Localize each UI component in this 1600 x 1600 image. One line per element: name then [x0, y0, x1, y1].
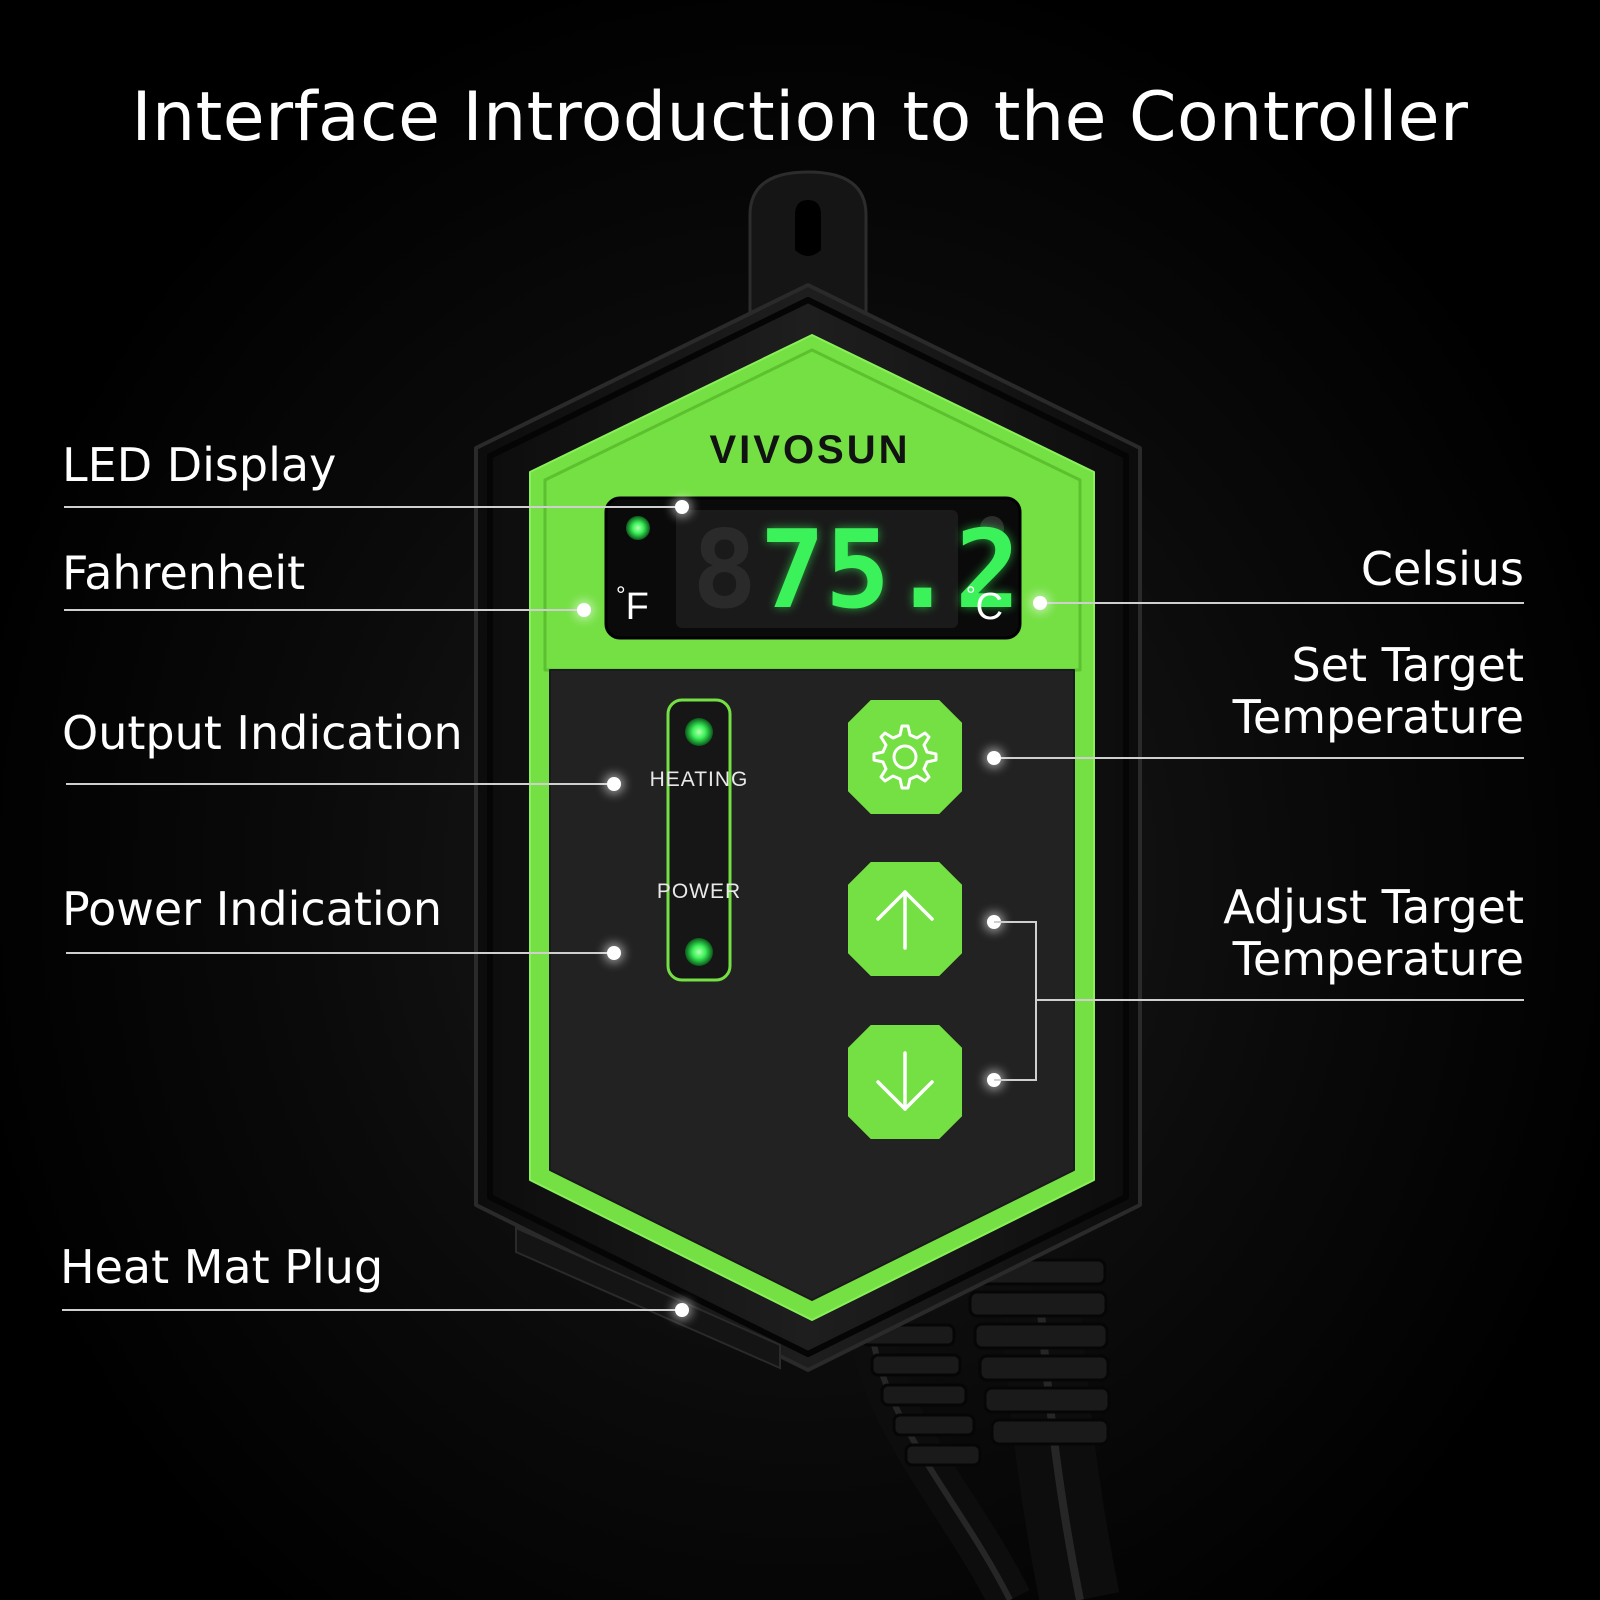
label-celsius: Celsius — [1360, 542, 1524, 596]
leader-celsius — [1040, 602, 1524, 604]
led-display-value: 75.2 — [760, 508, 1021, 633]
leader-output-indication — [66, 783, 614, 785]
gear-icon — [872, 724, 938, 790]
label-set-target-line1: Set Target — [1291, 638, 1524, 692]
dot-output-indication — [607, 777, 621, 791]
leader-fahrenheit — [64, 609, 584, 611]
bracket-bottom — [994, 1079, 1036, 1081]
leader-set-target — [994, 757, 1524, 759]
label-power-indication: Power Indication — [62, 882, 442, 936]
label-adjust-target-line2: Temperature — [1232, 931, 1524, 986]
fahrenheit-led — [626, 516, 650, 540]
dot-heat-mat-plug — [675, 1303, 689, 1317]
led-display-ghost: 8 — [692, 508, 758, 633]
label-led-display: LED Display — [62, 438, 337, 492]
heating-label: HEATING — [649, 768, 749, 791]
label-output-indication: Output Indication — [62, 706, 463, 760]
down-button[interactable] — [848, 1025, 962, 1139]
label-set-target-temperature: Set Target Temperature — [1232, 638, 1524, 744]
leader-power-indication — [66, 952, 614, 954]
heating-led — [685, 718, 713, 746]
set-button[interactable] — [848, 700, 962, 814]
up-button[interactable] — [848, 862, 962, 976]
label-adjust-target-line1: Adjust Target — [1223, 880, 1524, 934]
arrow-down-icon — [876, 1051, 934, 1111]
cables — [848, 1258, 1120, 1600]
label-fahrenheit: Fahrenheit — [62, 546, 306, 600]
brand-logo: VIVOSUN — [709, 428, 911, 472]
arrow-up-icon — [876, 890, 934, 950]
dot-power-indication — [607, 946, 621, 960]
indicator-strip — [666, 698, 732, 982]
dot-fahrenheit — [577, 603, 591, 617]
label-adjust-target-temperature: Adjust Target Temperature — [1223, 880, 1524, 986]
leader-adjust-target — [1036, 999, 1524, 1001]
celsius-led — [980, 516, 1004, 540]
bracket-top — [994, 921, 1036, 923]
power-led — [685, 938, 713, 966]
label-set-target-line2: Temperature — [1232, 689, 1524, 744]
leader-led-display — [64, 506, 682, 508]
dot-led-display — [675, 500, 689, 514]
dot-set-target — [987, 751, 1001, 765]
page-title: Interface Introduction to the Controller — [131, 78, 1469, 157]
power-label: POWER — [656, 880, 742, 903]
leader-heat-mat-plug — [62, 1309, 682, 1311]
celsius-unit: °C — [966, 582, 1004, 628]
dot-celsius — [1033, 596, 1047, 610]
fahrenheit-unit: °F — [616, 582, 649, 628]
bracket-vertical — [1035, 921, 1037, 1081]
label-heat-mat-plug: Heat Mat Plug — [60, 1240, 384, 1294]
